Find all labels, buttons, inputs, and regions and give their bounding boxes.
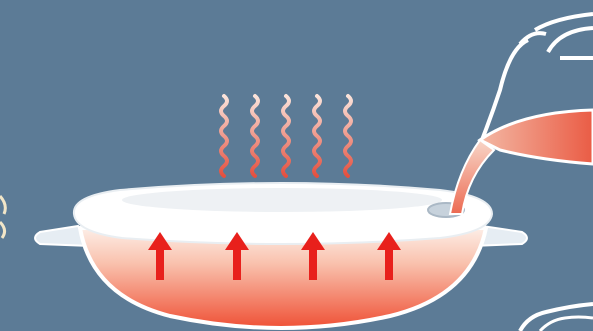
bowl-lid-icon xyxy=(74,183,492,244)
steam-wavy-line-icon xyxy=(283,96,289,176)
pouring-jug-icon xyxy=(450,14,593,214)
steam-wavy-line-icon xyxy=(314,96,320,176)
steam-wavy-line-icon xyxy=(221,96,227,176)
steam-wavy-line-icon xyxy=(252,96,258,176)
bottom-right-decor xyxy=(520,304,593,331)
steam-wavy-line-icon xyxy=(345,96,351,176)
left-edge-decor xyxy=(0,196,5,238)
steam-group xyxy=(221,96,351,176)
